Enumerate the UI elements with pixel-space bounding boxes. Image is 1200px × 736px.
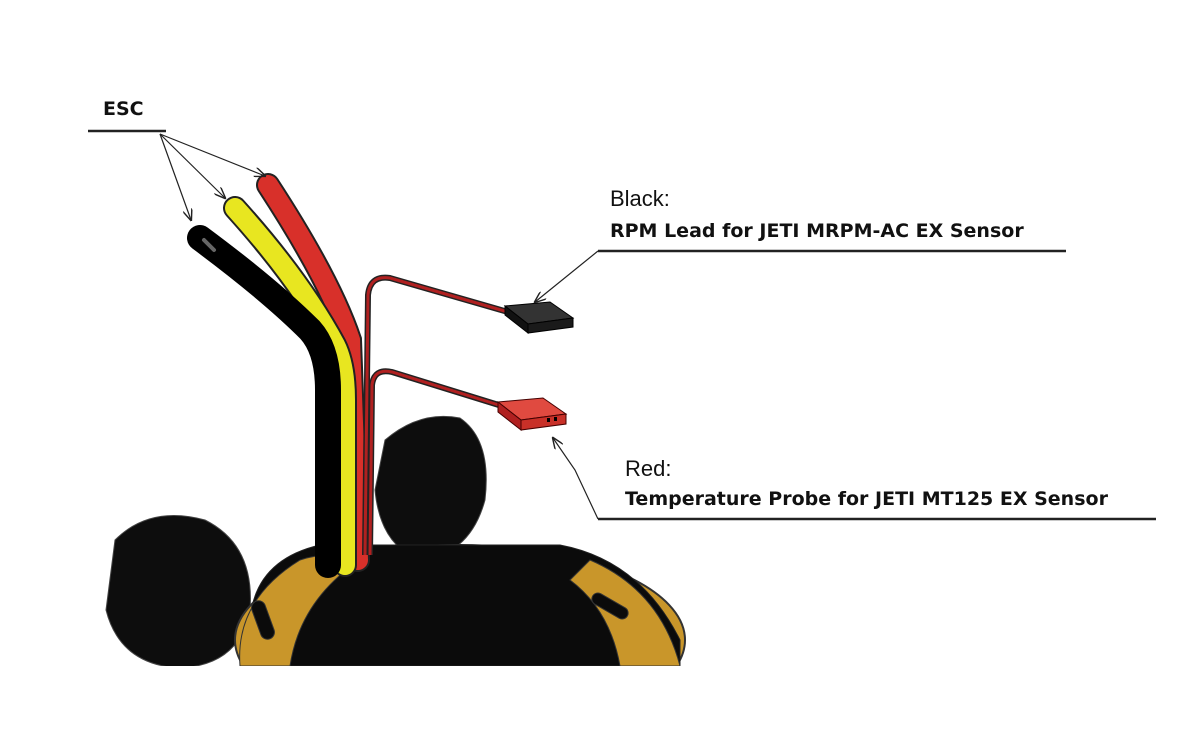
red-lead-description: Temperature Probe for JETI MT125 EX Sens… [625, 488, 1108, 510]
black-wire [187, 225, 341, 578]
esc-arrow-yellow [159, 133, 225, 198]
annotation-lines [88, 129, 1156, 521]
sensor-leads [362, 274, 509, 556]
black-wire-highlight [202, 238, 216, 252]
black-connector-arrow [535, 250, 599, 302]
red-temp-connector [496, 397, 568, 432]
motor-body [234, 544, 686, 666]
black-lead-title: Black: [610, 186, 670, 211]
rpm-lead [363, 276, 509, 556]
yellow-wire [225, 198, 355, 575]
esc-arrow-red [159, 133, 265, 176]
esc-wires [187, 173, 370, 578]
red-connector-arrow [553, 438, 599, 520]
black-rpm-connector [503, 301, 575, 335]
red-lead-title: Red: [625, 456, 672, 481]
esc-label: ESC [103, 98, 144, 120]
propeller-left [105, 515, 251, 666]
temp-lead [368, 369, 503, 556]
propeller-right [374, 415, 487, 561]
red-wire [258, 175, 368, 570]
esc-arrow-black [159, 133, 191, 220]
black-lead-description: RPM Lead for JETI MRPM-AC EX Sensor [610, 220, 1024, 242]
